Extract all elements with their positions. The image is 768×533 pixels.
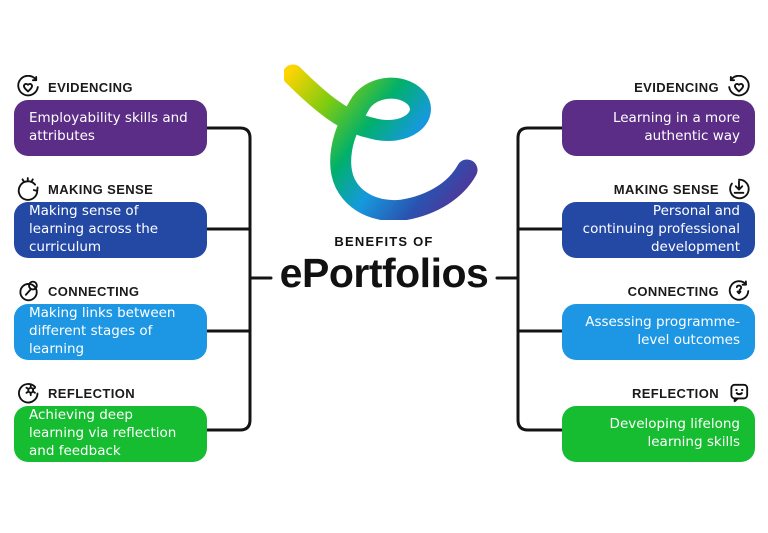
category-label: MAKING SENSE bbox=[613, 181, 719, 197]
right-bracket-line bbox=[516, 126, 564, 432]
sparkle-cycle-icon bbox=[16, 177, 40, 201]
benefit-box: Assessing programme-level outcomes bbox=[562, 304, 755, 360]
category-heading: REFLECTION bbox=[562, 380, 755, 406]
left-bracket-line bbox=[204, 126, 252, 432]
benefit-text: Employability skills and attributes bbox=[29, 110, 188, 144]
benefit-box: Achieving deep learning via reflection a… bbox=[14, 406, 207, 462]
category-label: REFLECTION bbox=[48, 385, 136, 401]
benefit-text: Achieving deep learning via reflection a… bbox=[29, 407, 177, 459]
category-heading: EVIDENCING bbox=[14, 74, 207, 100]
benefit-box: Making links between different stages of… bbox=[14, 304, 207, 360]
category-label: MAKING SENSE bbox=[48, 181, 154, 197]
category-heading: REFLECTION bbox=[14, 380, 207, 406]
benefit-item-reflection-right: REFLECTION Developing lifelong learning … bbox=[562, 380, 755, 462]
benefit-box: Learning in a more authentic way bbox=[562, 100, 755, 156]
benefit-item-connecting-left: CONNECTING Making links between differen… bbox=[14, 278, 207, 360]
category-label: EVIDENCING bbox=[48, 79, 133, 95]
arrow-cycle-icon bbox=[727, 279, 751, 303]
category-heading: MAKING SENSE bbox=[562, 176, 755, 202]
category-heading: EVIDENCING bbox=[562, 74, 755, 100]
benefit-item-making-sense-right: MAKING SENSE Personal and continuing pro… bbox=[562, 176, 755, 258]
category-label: EVIDENCING bbox=[634, 79, 719, 95]
benefit-item-reflection-left: REFLECTION Achieving deep learning via r… bbox=[14, 380, 207, 462]
benefit-text: Making sense of learning across the curr… bbox=[29, 203, 159, 255]
category-label: REFLECTION bbox=[631, 385, 719, 401]
benefit-text: Learning in a more authentic way bbox=[612, 110, 740, 144]
benefit-item-evidencing-left: EVIDENCING Employability skills and attr… bbox=[14, 74, 207, 156]
category-label: CONNECTING bbox=[627, 283, 719, 299]
benefit-text: Developing lifelong learning skills bbox=[609, 416, 740, 450]
benefit-text: Personal and continuing professional dev… bbox=[582, 203, 740, 255]
benefit-box: Personal and continuing professional dev… bbox=[562, 202, 755, 258]
benefits-kicker: BENEFITS OF bbox=[334, 234, 434, 249]
category-label: CONNECTING bbox=[48, 283, 140, 299]
gear-cycle-icon bbox=[16, 381, 40, 405]
benefit-text: Making links between different stages of… bbox=[29, 305, 176, 357]
benefit-item-connecting-right: CONNECTING Assessing programme-level out… bbox=[562, 278, 755, 360]
heart-cycle-icon bbox=[16, 75, 40, 99]
benefit-box: Developing lifelong learning skills bbox=[562, 406, 755, 462]
heart-cycle-icon bbox=[727, 75, 751, 99]
benefit-text: Assessing programme-level outcomes bbox=[585, 314, 740, 348]
screen-face-icon bbox=[727, 381, 751, 405]
eportfolios-logo bbox=[284, 64, 478, 220]
benefit-box: Making sense of learning across the curr… bbox=[14, 202, 207, 258]
import-cycle-icon bbox=[727, 177, 751, 201]
eportfolios-title: ePortfolios bbox=[279, 250, 489, 296]
benefit-item-evidencing-right: EVIDENCING Learning in a more authentic … bbox=[562, 74, 755, 156]
benefit-item-making-sense-left: MAKING SENSE Making sense of learning ac… bbox=[14, 176, 207, 258]
center-block: BENEFITS OF ePortfolios bbox=[254, 58, 514, 297]
category-heading: CONNECTING bbox=[562, 278, 755, 304]
category-heading: MAKING SENSE bbox=[14, 176, 207, 202]
chain-link-icon bbox=[16, 279, 40, 303]
benefit-box: Employability skills and attributes bbox=[14, 100, 207, 156]
category-heading: CONNECTING bbox=[14, 278, 207, 304]
